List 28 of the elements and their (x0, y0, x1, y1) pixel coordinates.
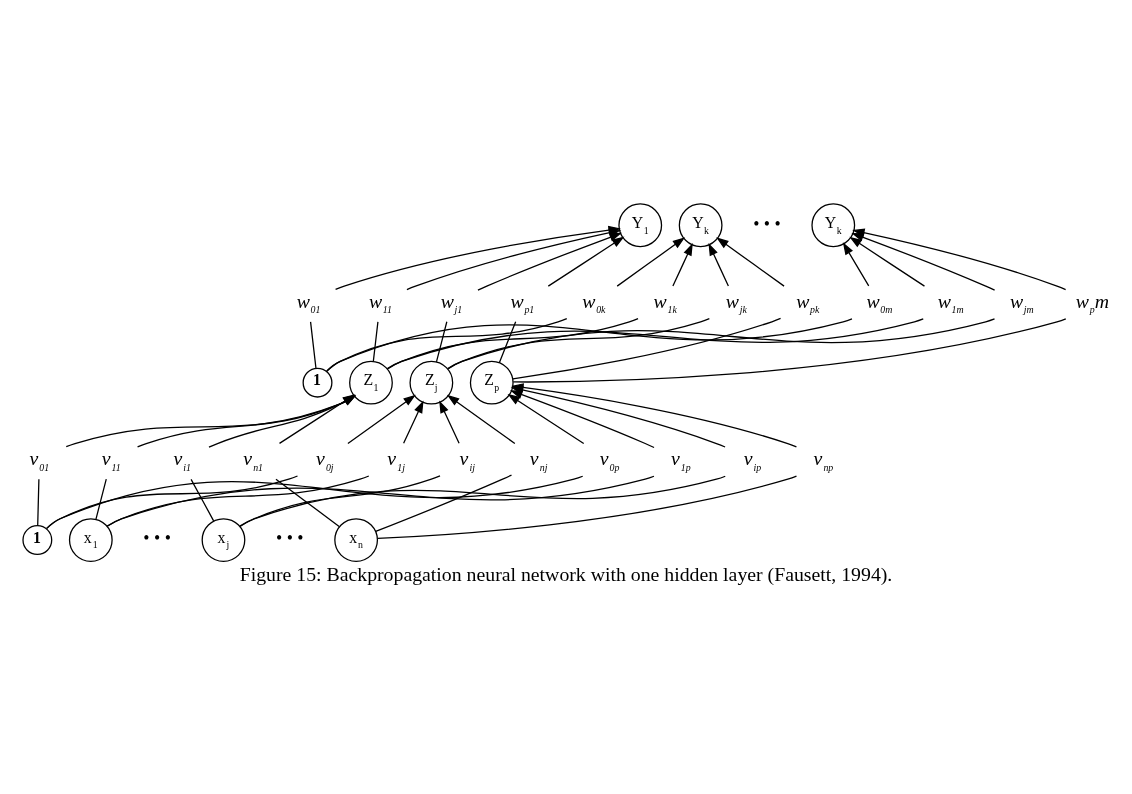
node-text: w$_{01}$ (296, 289, 321, 315)
node-text: w$_{p1}$ (510, 289, 535, 315)
node-text: v$_{11}$ (101, 446, 121, 473)
node-text: w$_{0k}$ (582, 289, 606, 315)
node-text: v$_{nj}$ (529, 446, 548, 473)
caption: Figure 15: Backpropagation neural network with one hidden layer (Fausett, 1994). (239, 562, 893, 585)
node-text: w$_{1k}$ (653, 289, 677, 315)
node-text: v$_{1j}$ (387, 446, 405, 473)
node-text: w$_{0m}$ (866, 289, 893, 315)
node-text: w$_{p}$m (1075, 289, 1109, 315)
node-text: v$_{0j}$ (316, 446, 334, 473)
node-text: w$_{jk}$ (725, 289, 747, 315)
node-text: w$_{1m}$ (937, 289, 964, 315)
node-text: v$_{0p}$ (599, 446, 620, 473)
node-text: v$_{ij}$ (459, 446, 475, 473)
node-text: v$_{np}$ (813, 446, 834, 473)
node-text: v$_{ip}$ (743, 446, 762, 473)
node-text: v$_{01}$ (29, 446, 50, 473)
label: • • • (753, 213, 781, 234)
node-text: v$_{1p}$ (670, 446, 691, 473)
node-text: v$_{n1}$ (243, 446, 264, 473)
label: • • • (276, 527, 304, 548)
node-text: w$_{pk}$ (796, 289, 820, 315)
node-text: w$_{jm}$ (1010, 289, 1034, 315)
node-text: w$_{j1}$ (440, 289, 463, 315)
node-text: v$_{i1}$ (173, 446, 192, 473)
node-text: w$_{11}$ (368, 289, 393, 315)
label: • • • (143, 527, 171, 548)
